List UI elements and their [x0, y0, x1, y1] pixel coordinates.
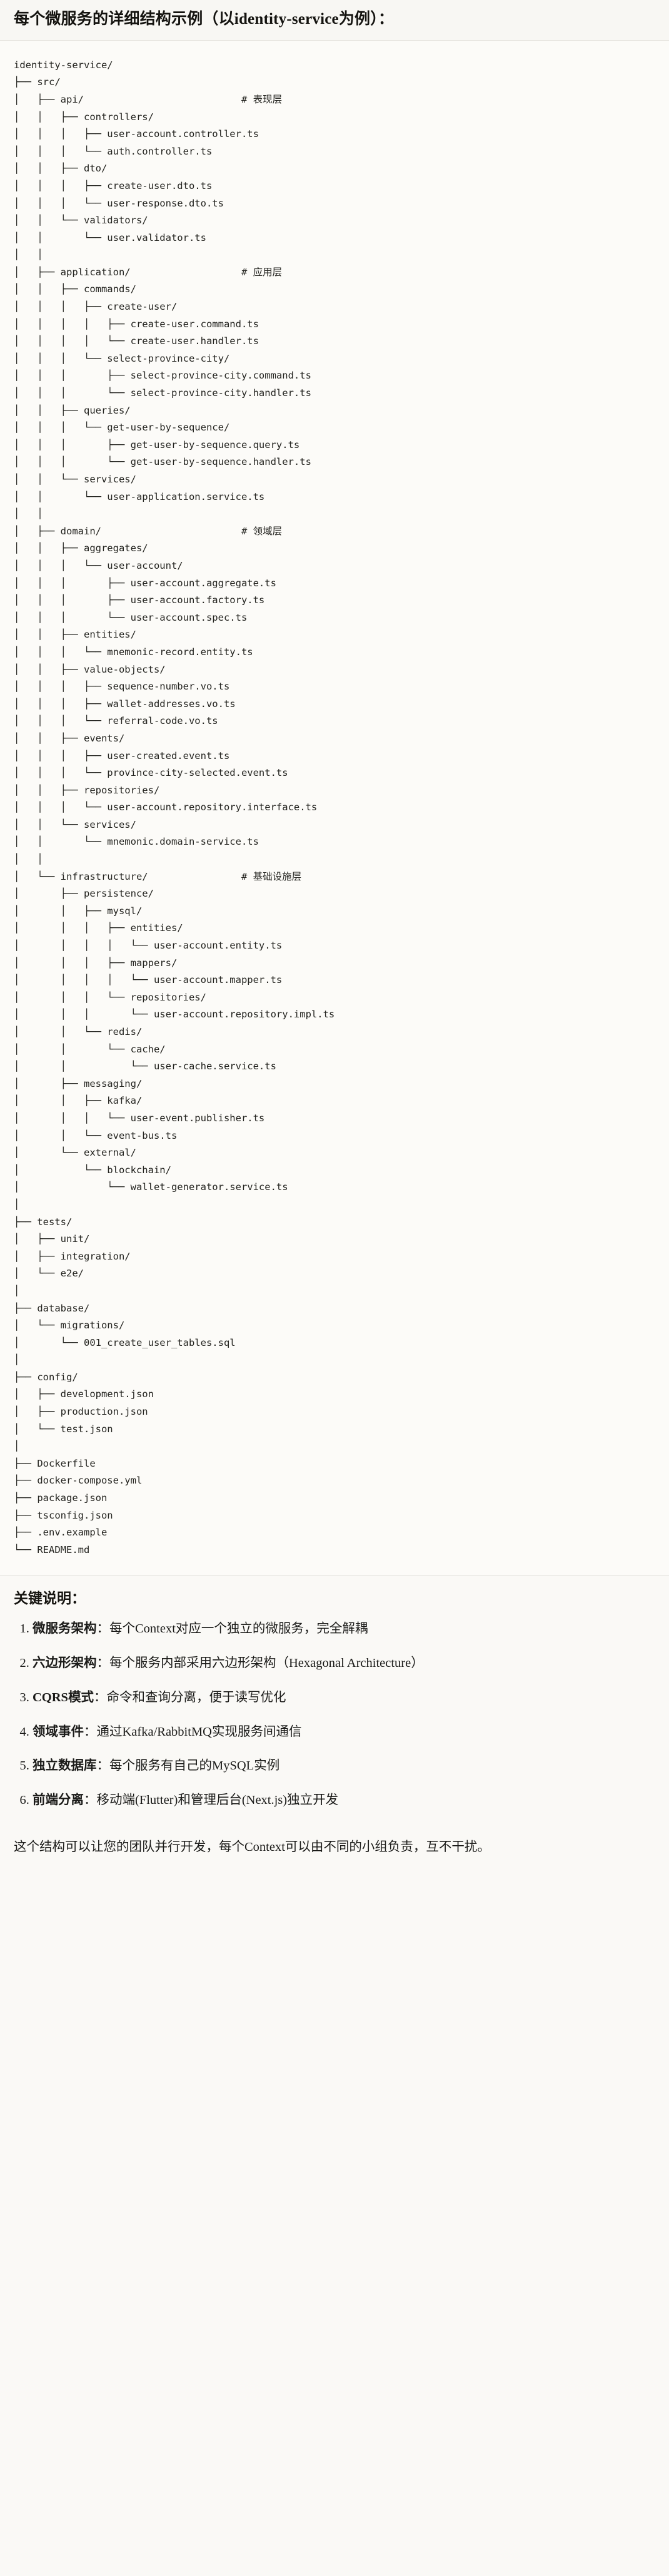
list-item: 微服务架构：每个Context对应一个独立的微服务，完全解耦	[33, 1619, 655, 1639]
directory-tree-block: identity-service/ ├── src/ │ ├── api/ # …	[0, 40, 669, 1576]
key-note-desc: ：每个服务内部采用六边形架构（Hexagonal Architecture）	[96, 1656, 424, 1671]
key-note-term: 微服务架构	[33, 1622, 97, 1636]
closing-paragraph: 这个结构可以让您的团队并行开发，每个Context可以由不同的小组负责，互不干扰…	[0, 1828, 669, 1876]
key-note-desc: ：命令和查询分离，便于读写优化	[93, 1690, 286, 1704]
key-note-desc: ：每个服务有自己的MySQL实例	[96, 1759, 280, 1773]
list-item: 六边形架构：每个服务内部采用六边形架构（Hexagonal Architectu…	[33, 1654, 655, 1673]
key-notes-list: 微服务架构：每个Context对应一个独立的微服务，完全解耦 六边形架构：每个服…	[14, 1619, 655, 1810]
list-item: CQRS模式：命令和查询分离，便于读写优化	[33, 1688, 655, 1708]
key-note-term: 领域事件	[33, 1724, 84, 1739]
list-item: 领域事件：通过Kafka/RabbitMQ实现服务间通信	[33, 1723, 655, 1742]
key-note-desc: ：每个Context对应一个独立的微服务，完全解耦	[96, 1622, 368, 1636]
key-note-term: CQRS模式	[33, 1690, 94, 1704]
list-item: 前端分离：移动端(Flutter)和管理后台(Next.js)独立开发	[33, 1791, 655, 1810]
key-note-term: 六边形架构	[33, 1656, 97, 1671]
list-item: 独立数据库：每个服务有自己的MySQL实例	[33, 1756, 655, 1776]
key-note-desc: ：移动端(Flutter)和管理后台(Next.js)独立开发	[84, 1793, 339, 1808]
key-notes-heading: 关键说明：	[14, 1591, 86, 1607]
key-note-term: 前端分离	[33, 1793, 84, 1808]
architecture-document: 每个微服务的详细结构示例（以identity-service为例）： ident…	[0, 0, 669, 1876]
key-note-term: 独立数据库	[33, 1759, 97, 1773]
directory-tree: identity-service/ ├── src/ │ ├── api/ # …	[14, 59, 335, 1555]
page-title: 每个微服务的详细结构示例（以identity-service为例）：	[14, 11, 395, 28]
title-bar: 每个微服务的详细结构示例（以identity-service为例）：	[0, 0, 669, 41]
key-note-desc: ：通过Kafka/RabbitMQ实现服务间通信	[84, 1724, 302, 1739]
key-notes-section: 关键说明： 微服务架构：每个Context对应一个独立的微服务，完全解耦 六边形…	[0, 1576, 669, 1829]
